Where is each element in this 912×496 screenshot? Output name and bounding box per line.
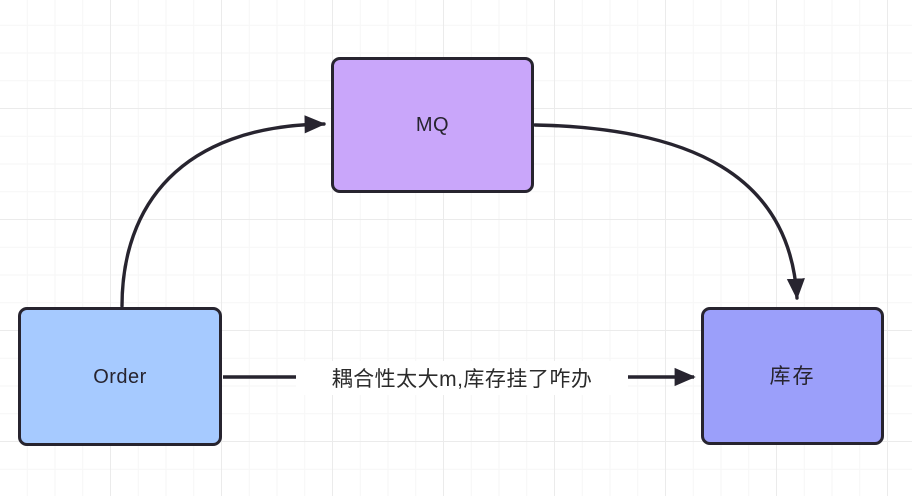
node-inventory-label: 库存: [769, 364, 816, 388]
node-mq-label: MQ: [415, 114, 450, 136]
node-order[interactable]: Order: [18, 307, 222, 446]
edge-label-order-to-inventory: 耦合性太大m,库存挂了咋办: [296, 361, 628, 395]
node-inventory[interactable]: 库存: [701, 307, 884, 445]
edge-order-to-mq: [120, 115, 326, 308]
node-mq[interactable]: MQ: [331, 57, 534, 193]
edge-mq-to-inventory: [533, 123, 805, 300]
node-order-label: Order: [93, 365, 147, 388]
